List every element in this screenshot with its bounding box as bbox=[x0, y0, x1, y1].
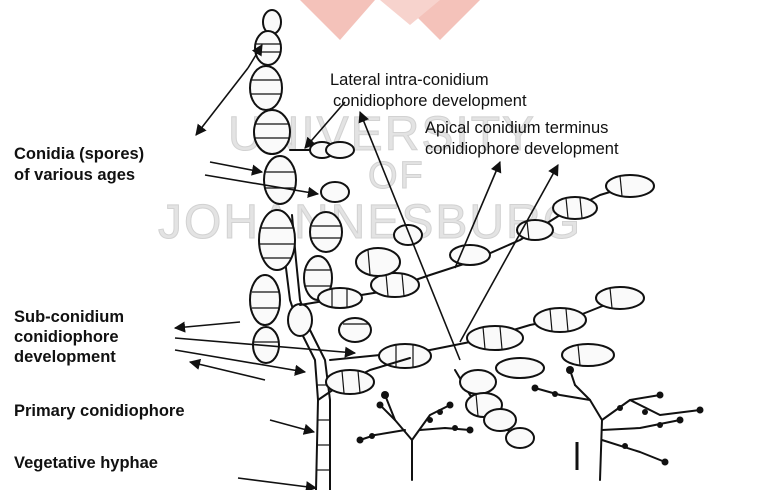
label-lateral-line-2: conidiophore development bbox=[333, 92, 527, 110]
arrow-sub-1 bbox=[175, 322, 240, 328]
label-conidia-line-2: of various ages bbox=[14, 166, 135, 184]
small-conidiophore-1 bbox=[357, 391, 474, 480]
small-conidiophore-2 bbox=[532, 366, 704, 480]
label-vegetative: Vegetative hyphae bbox=[14, 454, 158, 472]
label-conidia-line-1: Conidia (spores) bbox=[14, 145, 144, 163]
label-apical-line-2: conidiophore development bbox=[425, 140, 619, 158]
arrow-conidia-1 bbox=[210, 162, 262, 172]
label-sub-line-2: conidiophore bbox=[14, 328, 119, 346]
label-lateral-line-1: Lateral intra-conidium bbox=[330, 71, 489, 89]
label-primary: Primary conidiophore bbox=[14, 402, 185, 420]
watermark-line-2: OF bbox=[368, 155, 425, 197]
university-logo bbox=[300, 0, 480, 40]
middle-branch bbox=[330, 287, 644, 378]
arrow-sub-3 bbox=[175, 350, 305, 372]
label-sub-line-1: Sub-conidium bbox=[14, 308, 124, 326]
label-apical-line-1: Apical conidium terminus bbox=[425, 119, 608, 137]
arrow-vegetative bbox=[238, 478, 316, 488]
downward-conidia-chain bbox=[455, 370, 534, 448]
arrow-sub-4 bbox=[190, 362, 265, 380]
arrow-primary bbox=[270, 420, 314, 432]
arrow-conidia-2 bbox=[205, 175, 318, 194]
label-sub-line-3: development bbox=[14, 348, 116, 366]
